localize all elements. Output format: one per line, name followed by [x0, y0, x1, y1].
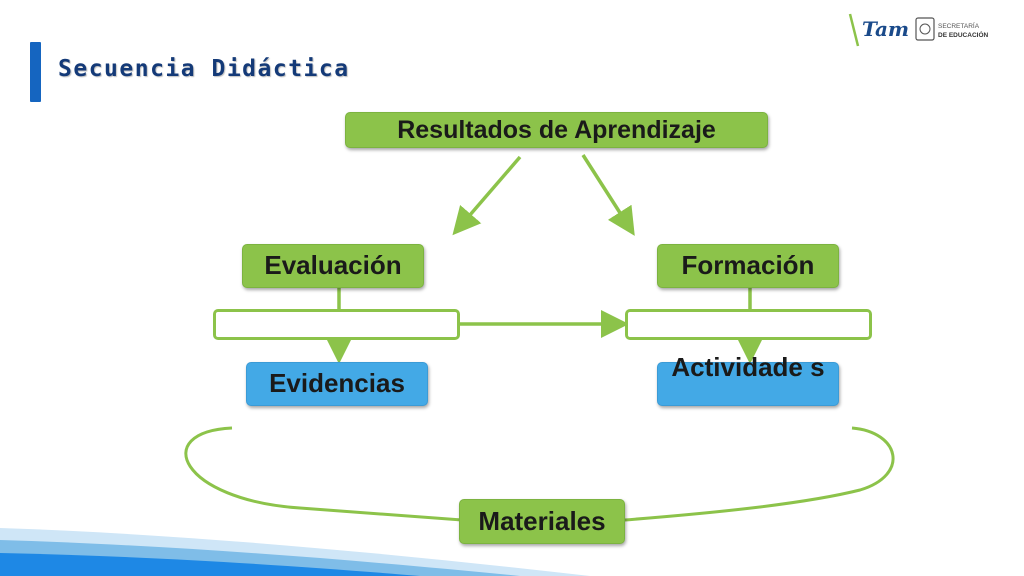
box-evaluacion: Evaluación — [242, 244, 424, 288]
logo-line2: DE EDUCACIÓN — [938, 30, 988, 39]
empty-outline-box-left — [213, 309, 460, 340]
slide-title: Secuencia Didáctica — [58, 56, 350, 82]
empty-outline-box-right — [625, 309, 872, 340]
box-formacion: Formación — [657, 244, 839, 288]
logo-brand-text: Tam — [862, 17, 909, 41]
materiales-curve — [184, 426, 463, 522]
title-accent-bar — [30, 42, 41, 102]
materiales-curve-right — [624, 426, 895, 522]
arrow-resultados-to-formacion — [581, 154, 635, 236]
box-materiales: Materiales — [459, 499, 625, 544]
logo-line1: SECRETARÍA — [938, 21, 980, 30]
box-actividades: Actividade s — [657, 353, 839, 406]
arrow-resultados-to-evaluacion — [452, 155, 522, 236]
box-resultados-aprendizaje: Resultados de Aprendizaje — [345, 112, 768, 148]
box-evidencias: Evidencias — [246, 362, 428, 406]
box-actividades-label: Actividade s — [671, 352, 825, 382]
secretaria-educacion-logo: Tam SECRETARÍA DE EDUCACIÓN — [848, 13, 988, 47]
